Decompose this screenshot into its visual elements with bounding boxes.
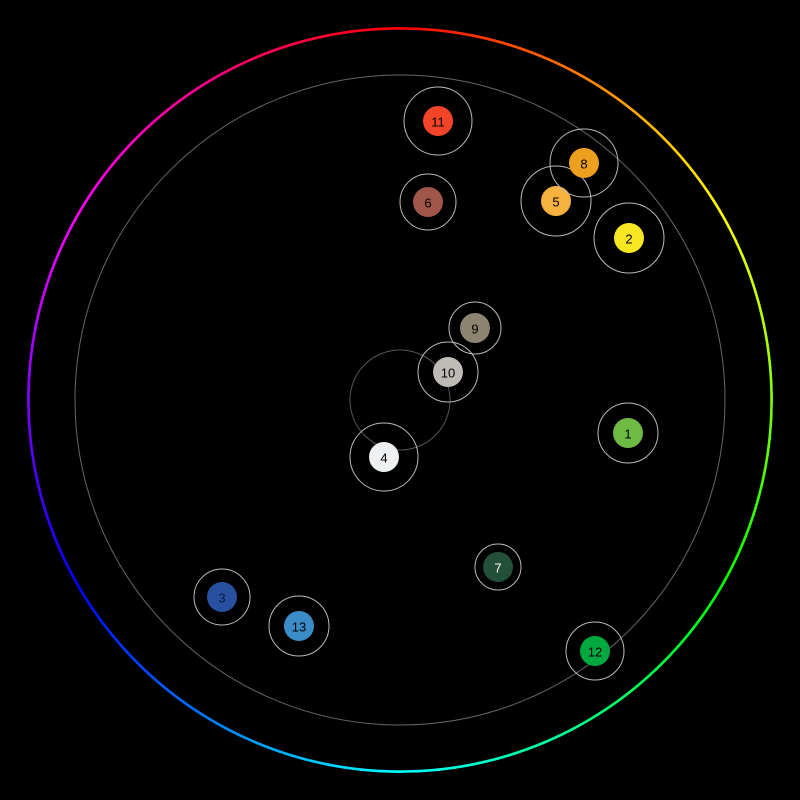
- color-point-4[interactable]: 4: [349, 422, 419, 492]
- point-dot: [483, 552, 513, 582]
- color-point-6[interactable]: 6: [399, 173, 457, 231]
- saturation-boundary-circle: [74, 74, 726, 726]
- point-dot: [433, 357, 463, 387]
- color-point-9[interactable]: 9: [448, 301, 502, 355]
- point-label: 13: [292, 620, 306, 635]
- point-label: 1: [624, 427, 631, 442]
- point-halo: [520, 165, 592, 237]
- color-point-10[interactable]: 10: [417, 341, 479, 403]
- point-dot: [580, 636, 610, 666]
- hue-ring: [27, 27, 773, 773]
- point-halo: [549, 128, 619, 198]
- color-point-5[interactable]: 5: [520, 165, 592, 237]
- point-dot: [413, 187, 443, 217]
- point-dot: [613, 418, 643, 448]
- point-halo: [593, 202, 665, 274]
- point-label: 8: [580, 157, 587, 172]
- point-dot: [541, 186, 571, 216]
- color-point-13[interactable]: 13: [268, 595, 330, 657]
- point-halo: [597, 402, 659, 464]
- point-label: 3: [218, 591, 225, 606]
- point-label: 7: [494, 561, 501, 576]
- color-point-7[interactable]: 7: [474, 543, 522, 591]
- point-label: 5: [552, 195, 559, 210]
- point-halo: [403, 86, 473, 156]
- point-halo: [417, 341, 479, 403]
- point-halo: [349, 422, 419, 492]
- point-label: 10: [441, 366, 455, 381]
- point-label: 4: [380, 451, 387, 466]
- point-halo: [565, 621, 625, 681]
- point-label: 6: [424, 196, 431, 211]
- point-label: 9: [471, 322, 478, 337]
- point-halo: [448, 301, 502, 355]
- point-dot: [284, 611, 314, 641]
- color-point-11[interactable]: 11: [403, 86, 473, 156]
- point-dot: [423, 106, 453, 136]
- point-label: 12: [588, 645, 602, 660]
- point-label: 2: [625, 232, 632, 247]
- point-halo: [268, 595, 330, 657]
- point-halo: [193, 568, 251, 626]
- color-point-1[interactable]: 1: [597, 402, 659, 464]
- color-point-8[interactable]: 8: [549, 128, 619, 198]
- color-point-3[interactable]: 3: [193, 568, 251, 626]
- center-circle: [349, 349, 451, 451]
- point-dot: [207, 582, 237, 612]
- point-halo: [474, 543, 522, 591]
- point-dot: [369, 442, 399, 472]
- color-point-2[interactable]: 2: [593, 202, 665, 274]
- point-halo: [399, 173, 457, 231]
- point-dot: [614, 223, 644, 253]
- point-dot: [460, 313, 490, 343]
- color-point-12[interactable]: 12: [565, 621, 625, 681]
- point-dot: [569, 148, 599, 178]
- point-label: 11: [431, 115, 445, 130]
